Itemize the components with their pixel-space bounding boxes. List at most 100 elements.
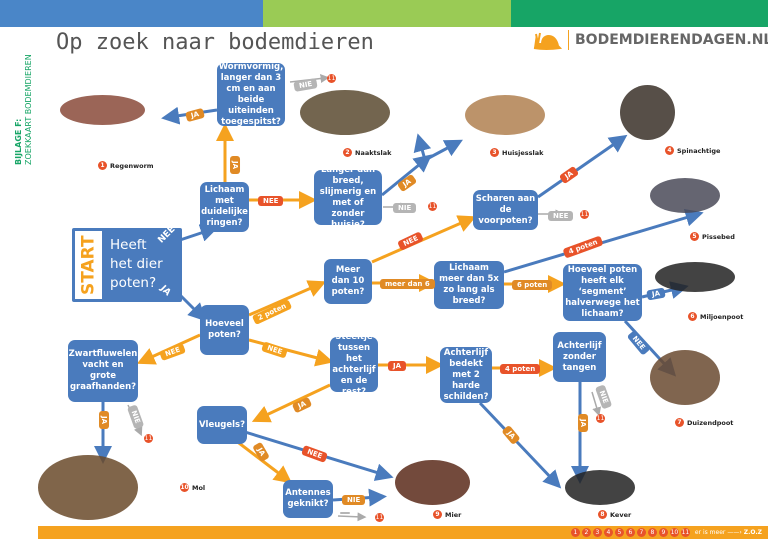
footer-number[interactable]: 5 [614, 528, 624, 537]
animal-photo-spinachtige [620, 85, 675, 140]
edge-label: 6 poten [512, 280, 553, 290]
question-worm: Wormvormig, langer dan 3 cm en aan beide… [217, 61, 285, 127]
logo: BODEMDIERENDAGEN.NL [532, 30, 768, 50]
question-ten: Meer dan 10 poten? [324, 259, 372, 304]
header-band-darkgreen [511, 0, 768, 27]
animal-name: Duizendpoot [687, 418, 734, 427]
animal-photo-miljoenpoot [655, 262, 735, 292]
edge-label: NIE [393, 203, 417, 213]
question-stalk: ‘Steeltje’ tussen het achterlijf en de r… [330, 332, 378, 397]
animal-number: 3 [490, 148, 499, 157]
question-shields: Achterlijf bedekt met 2 harde schilden? [440, 347, 492, 403]
animal-name: Naaktslak [355, 148, 392, 157]
flow-arrow [381, 154, 432, 197]
animal-number: 7 [675, 418, 684, 427]
edge-label: JA [388, 361, 407, 371]
flow-arrow [178, 293, 207, 322]
animal-name: Spinachtige [677, 146, 721, 155]
start-label: START [75, 231, 102, 299]
footer-number[interactable]: 2 [581, 528, 591, 537]
logo-text: BODEMDIERENDAGEN.NL [575, 32, 768, 48]
footer-number[interactable]: 9 [658, 528, 668, 537]
animal-number: 10 [180, 483, 189, 492]
footer-number[interactable]: 1 [570, 528, 580, 537]
header-band-blue [0, 0, 263, 27]
question-tongs: Achterlijf zonder tangen [553, 332, 606, 382]
edge-label: 4 poten [500, 364, 541, 374]
footer-more: er is meer [694, 529, 726, 536]
question-scissors: Scharen aan de voorpoten? [473, 190, 538, 230]
edge-label: NIE [342, 495, 366, 505]
result-11-badge: 11 [375, 513, 384, 522]
result-11-badge: 11 [596, 414, 605, 423]
footer-number[interactable]: 3 [592, 528, 602, 537]
result-11-badge: 11 [580, 210, 589, 219]
flow-arrow [591, 391, 602, 417]
flow-arrow [537, 134, 628, 199]
animal-photo-duizendpoot [650, 350, 720, 405]
animal-photo-huisjesslak [465, 95, 545, 135]
animal-name: Miljoenpoot [700, 312, 744, 321]
animal-photo-mol [38, 455, 138, 520]
animal-name: Mier [445, 510, 462, 519]
question-legs: Hoeveel poten? [200, 305, 249, 355]
footer-number[interactable]: 7 [636, 528, 646, 537]
animal-number: 5 [690, 232, 699, 241]
animal-name: Mol [192, 483, 206, 492]
animal-number: 4 [665, 146, 674, 155]
edge-label: JA [99, 410, 110, 430]
question-wings: Vleugels? [197, 406, 247, 444]
question-antennas: Antennes geknikt? [283, 480, 333, 518]
footer-number[interactable]: 10 [669, 528, 679, 537]
animal-number: 6 [688, 312, 697, 321]
edge-label: NEE [548, 211, 574, 221]
animal-photo-regenworm [60, 95, 145, 125]
footer-zoz[interactable]: Z.O.Z [743, 529, 762, 536]
footer-number[interactable]: 4 [603, 528, 613, 537]
flow-arrow [424, 139, 463, 162]
start-question: Heeft het dier poten? [110, 237, 163, 291]
edge-label: JA [230, 155, 241, 175]
animal-name: Huisjesslak [502, 148, 544, 157]
question-long: Lichaam meer dan 5x zo lang als breed? [434, 261, 504, 309]
animal-photo-naaktslak [300, 90, 390, 135]
animal-number: 9 [433, 510, 442, 519]
question-rings: Lichaam met duidelijke ringen? [200, 182, 249, 232]
snail-logo-icon [533, 32, 562, 50]
footer-number[interactable]: 6 [625, 528, 635, 537]
flow-arrow [478, 401, 562, 489]
start-box: START Heeft het dier poten? NEE JA [72, 224, 182, 302]
footer-number[interactable]: 8 [647, 528, 657, 537]
question-mole: Zwartfluwelen vacht en grote graafhanden… [68, 340, 138, 402]
result-11-badge: 11 [327, 74, 336, 83]
animal-number: 1 [98, 161, 107, 170]
result-11-badge: 11 [144, 434, 153, 443]
animal-number: 8 [598, 510, 607, 519]
animal-name: Regenworm [110, 161, 154, 170]
edge-label [340, 512, 350, 514]
animal-photo-pissebed [650, 178, 720, 213]
edge-label: meer dan 6 [380, 279, 435, 289]
animal-name: Pissebed [702, 232, 735, 241]
flow-arrow [413, 133, 432, 161]
edge-label: JA [578, 413, 589, 433]
question-slime: Langer dan breed, slijmerig en met of zo… [314, 165, 382, 230]
question-segment: Hoeveel poten heeft elk ‘segment’ halver… [563, 264, 642, 321]
animal-photo-kever [565, 470, 635, 505]
footer-number[interactable]: 11 [680, 528, 690, 537]
flow-arrow [337, 512, 367, 522]
animal-photo-mier [395, 460, 470, 505]
animal-number: 2 [343, 148, 352, 157]
page-title: Op zoek naar bodemdieren [56, 30, 374, 55]
